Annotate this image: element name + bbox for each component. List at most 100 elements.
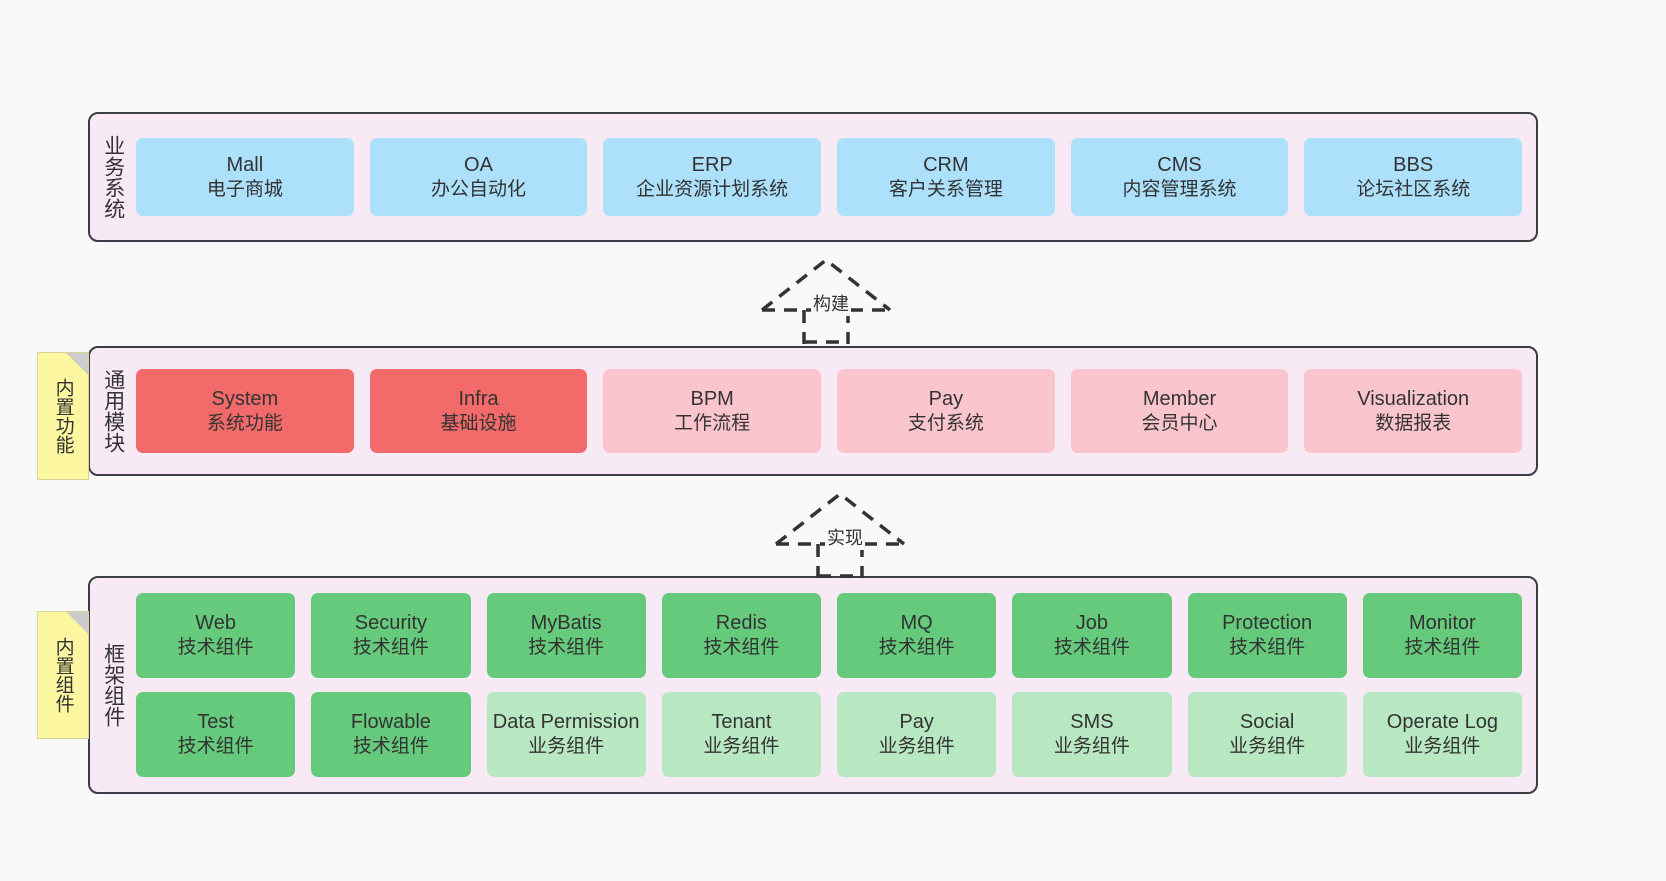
module-name-en: CMS [1157, 153, 1202, 176]
note-fold-icon [66, 612, 88, 634]
note-fold-icon [66, 353, 88, 375]
layer-title-framework-component: 框架组件 [101, 643, 125, 727]
module-name-en: CRM [923, 153, 969, 176]
module-name-en: Infra [458, 387, 499, 410]
module-name-cn: 论坛社区系统 [1356, 178, 1471, 200]
module-name-en: ERP [691, 153, 733, 176]
module-card-cms[interactable]: CMS 内容管理系统 [1070, 138, 1289, 216]
layer-body-framework-component: Web 技术组件 Security 技术组件 MyBatis 技术组件 Redi… [136, 578, 1536, 792]
component-card-operate-log[interactable]: Operate Log 业务组件 [1362, 692, 1522, 777]
module-name-cn: 基础设施 [440, 412, 517, 434]
card-row: Web 技术组件 Security 技术组件 MyBatis 技术组件 Redi… [136, 593, 1522, 678]
component-type-cn: 技术组件 [177, 736, 254, 758]
module-card-oa[interactable]: OA 办公自动化 [369, 138, 588, 216]
module-name-en: OA [464, 153, 493, 176]
component-name-en: Security [354, 612, 427, 635]
module-name-cn: 支付系统 [907, 412, 984, 434]
component-type-cn: 业务组件 [1404, 736, 1481, 758]
component-name-en: Protection [1222, 612, 1313, 635]
component-name-en: Social [1239, 711, 1295, 734]
module-name-cn: 客户关系管理 [888, 178, 1003, 200]
component-card-tenant[interactable]: Tenant 业务组件 [661, 692, 821, 777]
module-name-en: Member [1142, 387, 1217, 410]
component-type-cn: 技术组件 [878, 637, 955, 659]
note-builtin-component: 内置组件 [37, 611, 89, 739]
connector-label-implement: 实现 [825, 524, 865, 550]
module-name-cn: 系统功能 [206, 412, 283, 434]
layer-common-module: 通用模块 System 系统功能 Infra 基础设施 BPM 工作流程 Pay… [88, 346, 1538, 476]
module-name-cn: 企业资源计划系统 [636, 178, 789, 200]
component-card-web[interactable]: Web 技术组件 [136, 593, 296, 678]
module-card-visualization[interactable]: Visualization 数据报表 [1304, 369, 1523, 453]
component-card-protection[interactable]: Protection 技术组件 [1187, 593, 1347, 678]
layer-business-system: 业务系统 Mall 电子商城 OA 办公自动化 ERP 企业资源计划系统 CRM… [88, 112, 1538, 242]
layer-title-business-system: 业务系统 [101, 135, 125, 219]
connector-label-build: 构建 [811, 290, 851, 316]
module-name-en: Mall [226, 153, 264, 176]
connector-build: 构建 [752, 252, 912, 344]
component-type-cn: 业务组件 [1053, 736, 1130, 758]
layer-title-common-module: 通用模块 [101, 369, 125, 453]
component-type-cn: 技术组件 [1053, 637, 1130, 659]
component-name-en: Pay [899, 711, 934, 734]
module-name-cn: 会员中心 [1141, 412, 1218, 434]
component-card-flowable[interactable]: Flowable 技术组件 [311, 692, 471, 777]
component-type-cn: 技术组件 [352, 736, 429, 758]
component-card-pay[interactable]: Pay 业务组件 [837, 692, 997, 777]
module-card-mall[interactable]: Mall 电子商城 [136, 138, 354, 216]
component-type-cn: 业务组件 [1229, 736, 1306, 758]
component-card-sms[interactable]: SMS 业务组件 [1012, 692, 1172, 777]
component-name-en: Redis [715, 612, 767, 635]
component-type-cn: 技术组件 [352, 637, 429, 659]
layer-body-business-system: Mall 电子商城 OA 办公自动化 ERP 企业资源计划系统 CRM 客户关系… [136, 114, 1536, 240]
module-name-en: BBS [1393, 153, 1434, 176]
module-card-bpm[interactable]: BPM 工作流程 [603, 369, 822, 453]
component-name-en: MyBatis [530, 612, 602, 635]
component-type-cn: 技术组件 [1229, 637, 1306, 659]
component-type-cn: 业务组件 [703, 736, 780, 758]
component-card-redis[interactable]: Redis 技术组件 [661, 593, 821, 678]
component-type-cn: 业务组件 [878, 736, 955, 758]
module-name-en: BPM [690, 387, 734, 410]
component-type-cn: 业务组件 [528, 736, 605, 758]
card-row: Mall 电子商城 OA 办公自动化 ERP 企业资源计划系统 CRM 客户关系… [136, 138, 1523, 216]
module-name-cn: 电子商城 [206, 178, 283, 200]
component-name-en: Job [1075, 612, 1108, 635]
component-name-en: Flowable [350, 711, 431, 734]
module-card-infra[interactable]: Infra 基础设施 [369, 369, 588, 453]
module-card-pay[interactable]: Pay 支付系统 [837, 369, 1055, 453]
module-name-cn: 工作流程 [674, 412, 751, 434]
module-card-bbs[interactable]: BBS 论坛社区系统 [1304, 138, 1523, 216]
layer-framework-component: 框架组件 Web 技术组件 Security 技术组件 MyBatis 技术组件… [88, 576, 1538, 794]
note-label: 内置组件 [52, 637, 74, 713]
module-card-crm[interactable]: CRM 客户关系管理 [837, 138, 1055, 216]
component-card-security[interactable]: Security 技术组件 [311, 593, 471, 678]
component-card-social[interactable]: Social 业务组件 [1187, 692, 1347, 777]
module-name-cn: 数据报表 [1375, 412, 1452, 434]
component-name-en: SMS [1070, 711, 1114, 734]
component-name-en: Operate Log [1386, 711, 1498, 734]
component-name-en: Monitor [1409, 612, 1476, 635]
component-card-mq[interactable]: MQ 技术组件 [837, 593, 997, 678]
component-type-cn: 技术组件 [1404, 637, 1481, 659]
component-card-mybatis[interactable]: MyBatis 技术组件 [486, 593, 646, 678]
module-card-system[interactable]: System 系统功能 [136, 369, 354, 453]
connector-implement: 实现 [766, 486, 926, 578]
component-card-test[interactable]: Test 技术组件 [136, 692, 296, 777]
component-type-cn: 技术组件 [177, 637, 254, 659]
module-card-member[interactable]: Member 会员中心 [1070, 369, 1289, 453]
module-name-en: Visualization [1357, 387, 1470, 410]
component-card-job[interactable]: Job 技术组件 [1012, 593, 1172, 678]
component-name-en: Tenant [711, 711, 772, 734]
card-row: Test 技术组件 Flowable 技术组件 Data Permission … [136, 692, 1522, 777]
note-builtin-feature: 内置功能 [37, 352, 89, 480]
component-card-data-permission[interactable]: Data Permission 业务组件 [486, 692, 646, 777]
component-type-cn: 技术组件 [703, 637, 780, 659]
layer-body-common-module: System 系统功能 Infra 基础设施 BPM 工作流程 Pay 支付系统… [136, 348, 1536, 474]
component-card-monitor[interactable]: Monitor 技术组件 [1362, 593, 1522, 678]
module-name-cn: 内容管理系统 [1122, 178, 1237, 200]
card-row: System 系统功能 Infra 基础设施 BPM 工作流程 Pay 支付系统… [136, 369, 1523, 453]
generalization-triangle [760, 257, 892, 312]
module-card-erp[interactable]: ERP 企业资源计划系统 [603, 138, 822, 216]
